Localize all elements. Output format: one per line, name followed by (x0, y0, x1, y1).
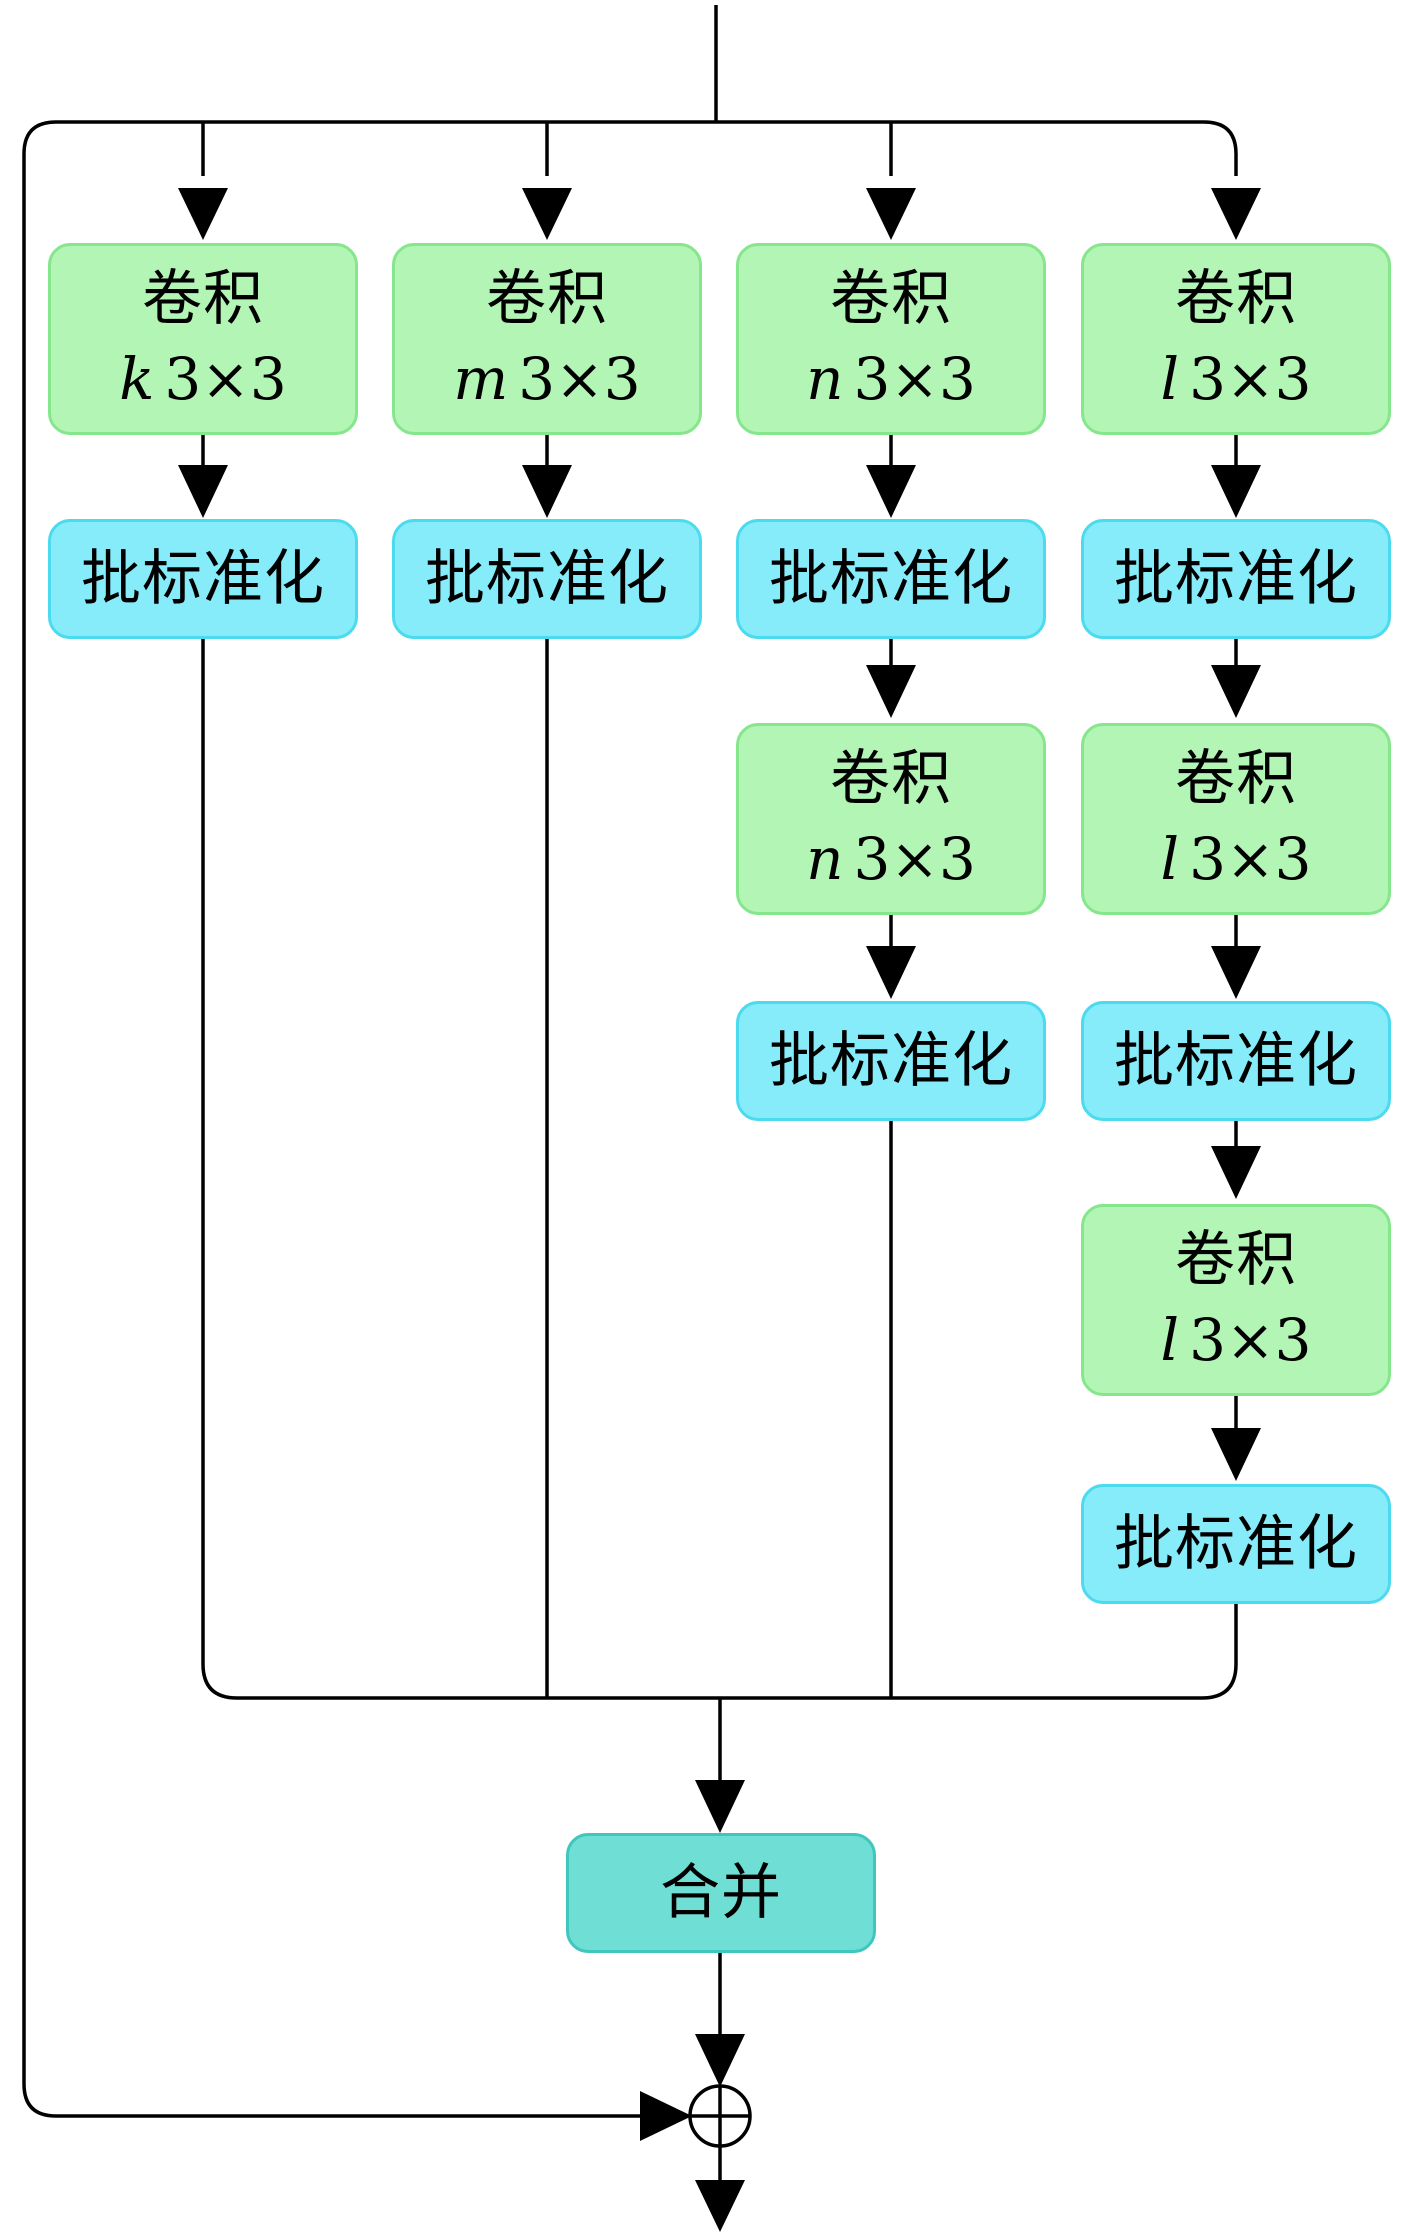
conv-label: 卷积 (830, 744, 952, 815)
arrowhead (866, 188, 916, 240)
bn-label: 批标准化 (1114, 1026, 1358, 1096)
arrowhead (695, 2180, 745, 2232)
add-operator (688, 2084, 752, 2148)
kernel-size: 3×3 (164, 345, 287, 414)
branch-4-output (1201, 1602, 1238, 1700)
arrowhead (695, 1780, 745, 1833)
arrowhead (178, 188, 228, 240)
kernel-size: 3×3 (1189, 345, 1312, 414)
batch-norm-block: 批标准化 (1081, 1001, 1391, 1121)
arrowhead (1211, 665, 1261, 718)
batch-norm-block: 批标准化 (48, 519, 358, 639)
kernel-size: 3×3 (1189, 1306, 1312, 1375)
arrowhead (1211, 946, 1261, 999)
bn-label: 批标准化 (1114, 544, 1358, 614)
conv-label: 卷积 (1175, 1225, 1297, 1296)
batch-norm-block: 批标准化 (1081, 519, 1391, 639)
filters-label: n (806, 825, 844, 894)
merge-block: 合并 (566, 1833, 876, 1953)
bn-label: 批标准化 (769, 1026, 1013, 1096)
filters-label: k (119, 345, 155, 414)
arrowhead (1211, 1428, 1261, 1481)
bn-label: 批标准化 (769, 544, 1013, 614)
arrowhead (1211, 465, 1261, 518)
arrowhead (866, 665, 916, 718)
conv-label: 卷积 (486, 264, 608, 335)
kernel-size: 3×3 (853, 345, 976, 414)
branch-1-output (201, 638, 238, 1700)
batch-norm-block: 批标准化 (1081, 1484, 1391, 1604)
conv-label: 卷积 (830, 264, 952, 335)
filters-label: l (1160, 825, 1180, 894)
arrowhead (522, 465, 572, 518)
filters-label: l (1160, 345, 1180, 414)
arrowhead (178, 465, 228, 518)
filters-label: m (453, 345, 509, 414)
kernel-size: 3×3 (518, 345, 641, 414)
bn-label: 批标准化 (1114, 1509, 1358, 1579)
arrowhead (866, 946, 916, 999)
batch-norm-block: 批标准化 (736, 1001, 1046, 1121)
arrowhead (1211, 1146, 1261, 1199)
bn-label: 批标准化 (425, 544, 669, 614)
filters-label: n (806, 345, 844, 414)
conv-label: 卷积 (142, 264, 264, 335)
top-bus-and-skip-path (22, 120, 1204, 2118)
arrowhead (1211, 188, 1261, 240)
kernel-size: 3×3 (853, 825, 976, 894)
conv-label: 卷积 (1175, 264, 1297, 335)
batch-norm-block: 批标准化 (736, 519, 1046, 639)
filters-label: l (1160, 1306, 1180, 1375)
kernel-size: 3×3 (1189, 825, 1312, 894)
batch-norm-block: 批标准化 (392, 519, 702, 639)
bn-label: 批标准化 (81, 544, 325, 614)
arrowhead (640, 2091, 692, 2141)
top-bus-right-corner (1203, 120, 1238, 176)
arrowhead (522, 188, 572, 240)
merge-label: 合并 (660, 1858, 782, 1928)
arrowhead (695, 2034, 745, 2087)
conv-label: 卷积 (1175, 744, 1297, 815)
arrowhead (866, 465, 916, 518)
